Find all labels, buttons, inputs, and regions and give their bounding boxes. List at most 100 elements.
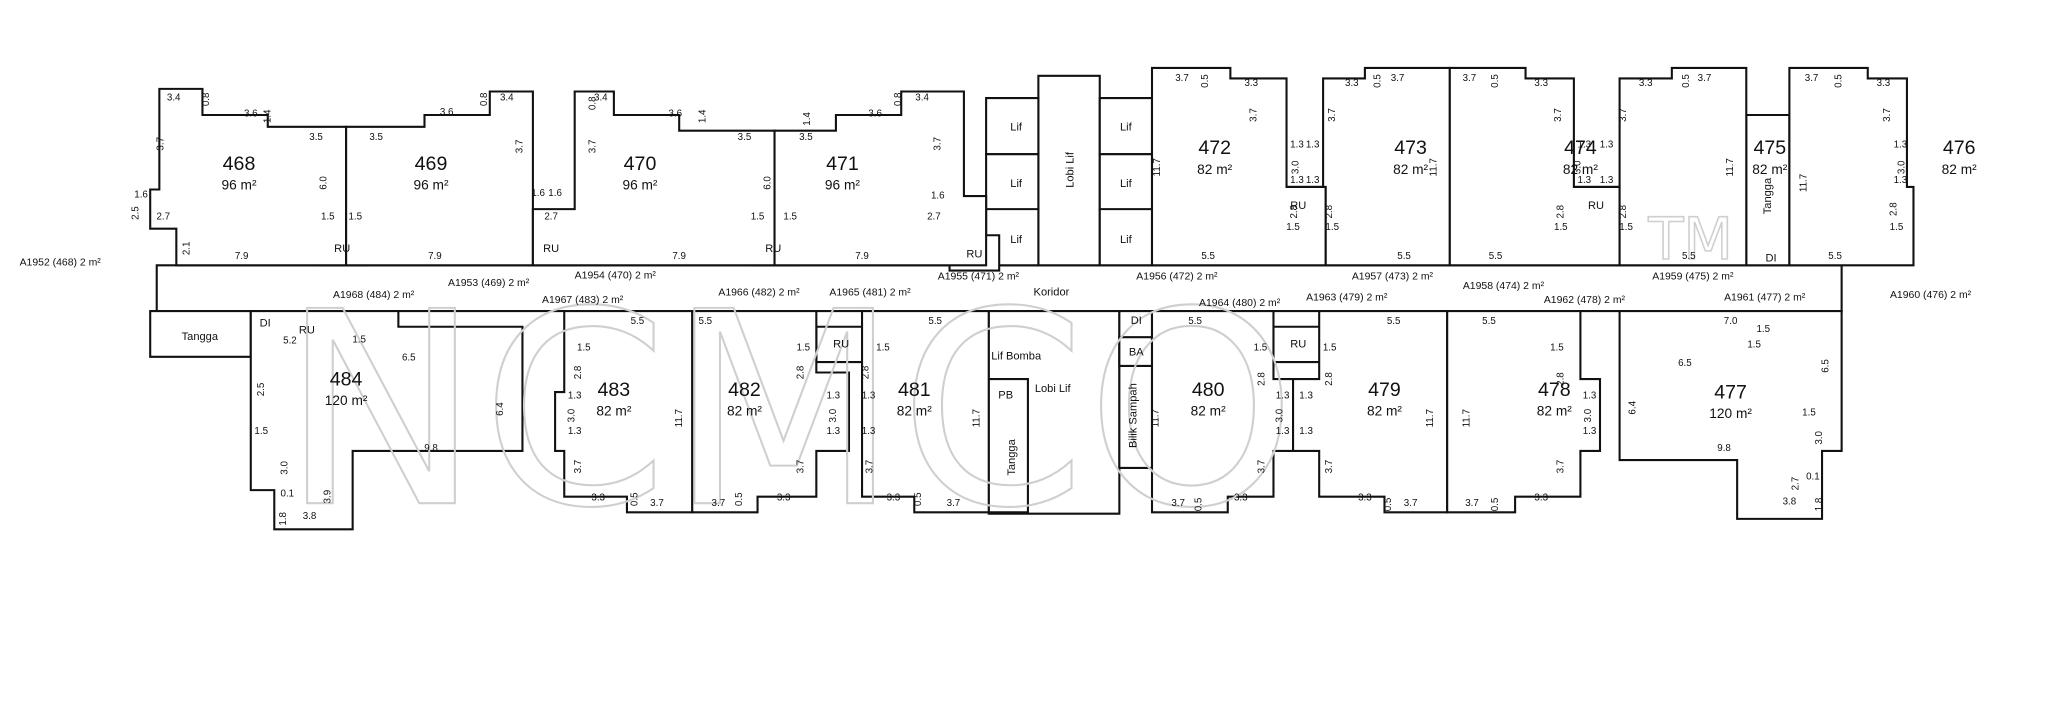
unit-area: 82 m² (1563, 162, 1598, 177)
dimension-label: 11.7 (972, 409, 983, 427)
accessory-area-label: A1956 (472) 2 m² (1136, 272, 1218, 283)
lift-label: Lif (1010, 234, 1023, 246)
dimension-label: 7.0 (1724, 316, 1738, 327)
ru-label: RU (543, 243, 559, 255)
dimension-label: 3.0 (828, 408, 839, 422)
dimension-label: 7.9 (428, 251, 442, 262)
dimension-label: 3.7 (1248, 108, 1259, 122)
dimension-label: 1.6 (931, 191, 945, 202)
dimension-label: 6.5 (1821, 359, 1832, 373)
dimension-label: 3.0 (1896, 160, 1907, 174)
dimension-label: 1.3 (1306, 175, 1320, 186)
unit-area: 82 m² (1942, 162, 1977, 177)
unit-area: 96 m² (622, 178, 657, 193)
dimension-label: 5.5 (699, 316, 713, 327)
dimension-label: 3.3 (1877, 78, 1891, 89)
accessory-area-label: A1954 (470) 2 m² (575, 270, 657, 281)
dimension-label: 1.6 (531, 188, 545, 199)
dimension-label: 5.5 (1828, 251, 1842, 262)
unit-number: 476 (1943, 137, 1976, 159)
dimension-label: 1.3 (1600, 175, 1614, 186)
unit-number: 477 (1714, 382, 1747, 404)
di-label: DI (1131, 315, 1142, 327)
dimension-label: 2.7 (1791, 477, 1802, 491)
dimension-label: 3.7 (1256, 460, 1267, 474)
dimension-label: 3.6 (868, 108, 882, 119)
ru-label: RU (1290, 339, 1306, 351)
dimension-label: 3.7 (947, 498, 961, 509)
dimension-label: 0.5 (913, 492, 924, 506)
dimension-label: 3.7 (712, 498, 726, 509)
dimension-label: 1.4 (697, 109, 708, 123)
dimension-label: 1.3 (1276, 426, 1290, 437)
dimension-label: 0.5 (734, 492, 745, 506)
dimension-label: 3.7 (1553, 108, 1564, 122)
accessory-area-label: A1952 (468) 2 m² (20, 257, 102, 268)
dimension-label: 2.1 (181, 242, 192, 256)
dimension-label: 0.1 (281, 489, 295, 500)
dimension-label: 0.5 (1200, 74, 1211, 88)
dimension-label: 2.8 (1888, 202, 1899, 216)
dimension-label: 3.7 (1463, 73, 1477, 84)
dimension-label: 1.5 (1619, 222, 1633, 233)
dimension-label: 1.5 (1550, 342, 1564, 353)
unit-area: 82 m² (596, 404, 631, 419)
dimension-label: 6.5 (402, 353, 416, 364)
dimension-label: 3.7 (932, 137, 943, 151)
accessory-area-label: A1962 (478) 2 m² (1544, 295, 1626, 306)
dimension-label: 0.8 (201, 92, 212, 106)
ru-label: RU (1588, 200, 1604, 212)
dimension-label: 5.5 (1489, 251, 1503, 262)
dimension-label: 1.5 (1323, 342, 1337, 353)
dimension-label: 3.6 (244, 108, 258, 119)
unit-number: 478 (1538, 379, 1571, 401)
dimension-label: 5.5 (928, 316, 942, 327)
dimension-label: 1.8 (278, 512, 289, 526)
dimension-label: 2.8 (795, 365, 806, 379)
dimension-label: 1.5 (1286, 222, 1300, 233)
dimension-label: 3.7 (1555, 460, 1566, 474)
unit-number: 469 (415, 153, 448, 175)
dimension-label: 3.7 (573, 460, 584, 474)
dimension-label: 2.8 (1618, 204, 1629, 218)
dimension-label: 2.7 (927, 212, 941, 223)
dimension-label: 1.3 (1894, 140, 1908, 151)
accessory-area-label: A1966 (482) 2 m² (718, 287, 800, 298)
dimension-label: 1.3 (1600, 140, 1614, 151)
dimension-label: 3.8 (1783, 496, 1797, 507)
dimension-label: 3.4 (167, 93, 181, 104)
dimension-label: 3.7 (1698, 73, 1712, 84)
dimension-label: 3.7 (588, 140, 599, 154)
unit-484-outline (249, 310, 524, 531)
accessory-area-label: A1968 (484) 2 m² (333, 290, 415, 301)
dimension-label: 1.5 (1254, 342, 1268, 353)
dimension-label: 3.6 (668, 108, 682, 119)
dimension-label: 6.0 (319, 176, 330, 190)
fire-lift-label: Lif Bomba (991, 350, 1042, 362)
unit-number: 479 (1368, 379, 1401, 401)
dimension-label: 0.8 (893, 92, 904, 106)
dimension-label: 3.5 (309, 132, 323, 143)
dimension-label: 3.0 (279, 461, 290, 475)
dimension-label: 0.8 (479, 92, 490, 106)
dimension-label: 1.3 (1583, 426, 1597, 437)
ru-label: RU (833, 339, 849, 351)
dimension-label: 3.4 (594, 93, 608, 104)
dimension-label: 3.9 (322, 490, 333, 504)
dimension-label: 0.5 (629, 492, 640, 506)
dimension-label: 3.3 (1534, 78, 1548, 89)
unit-482-outline (691, 310, 851, 514)
accessory-area-label: A1963 (479) 2 m² (1306, 293, 1388, 304)
dimension-label: 1.5 (577, 342, 591, 353)
dimension-label: 3.3 (591, 493, 605, 504)
dimension-label: 3.7 (1805, 73, 1819, 84)
dimension-label: 2.8 (573, 365, 584, 379)
dimension-label: 1.5 (321, 212, 335, 223)
dimension-label: 3.7 (1324, 460, 1335, 474)
unit-area: 82 m² (1191, 404, 1226, 419)
dimension-label: 5.5 (1397, 251, 1411, 262)
dimension-label: 3.7 (1175, 73, 1189, 84)
dimension-label: 1.3 (1306, 140, 1320, 151)
